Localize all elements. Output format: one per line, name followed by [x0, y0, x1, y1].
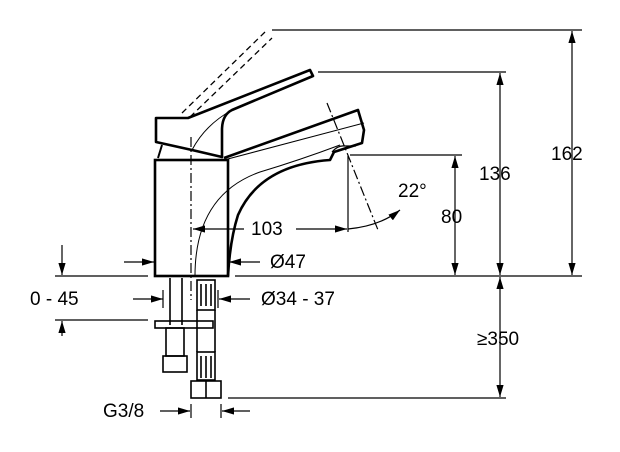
total-height-label: 162 [551, 144, 583, 165]
dimension-lines [58, 31, 576, 418]
hole-diameter-label: Ø34 - 37 [261, 289, 335, 310]
lever-open-position [181, 31, 273, 118]
spout-reach-label: 103 [251, 219, 283, 240]
body-diameter-label: Ø47 [270, 252, 306, 273]
clearance-label: ≥350 [477, 329, 520, 350]
connection-label: G3/8 [103, 401, 145, 422]
spout [223, 108, 366, 277]
supply-hoses [154, 278, 222, 399]
deck-thickness-label: 0 - 45 [30, 289, 79, 310]
lever-handle [154, 68, 315, 159]
lever-height-label: 136 [479, 164, 511, 185]
spray-angle-label: 22° [398, 181, 427, 202]
spout-height-label: 80 [441, 207, 463, 228]
